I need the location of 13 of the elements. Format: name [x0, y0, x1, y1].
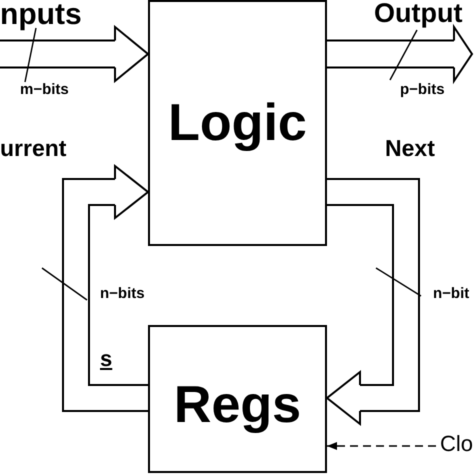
bit-width-label: n−bit [433, 286, 470, 301]
logic-block: Logic [148, 0, 327, 246]
state-label: Next [385, 137, 435, 160]
port-label: Output [374, 0, 462, 27]
state-label: urrent [0, 137, 66, 160]
clock-label: Clo [440, 433, 474, 455]
bit-width-label: m−bits [20, 82, 69, 97]
bit-width-label: p−bits [400, 82, 445, 97]
state-variable-label: s [100, 348, 112, 370]
register-block: Regs [148, 325, 327, 473]
clock-arrow [327, 442, 436, 450]
bit-width-label: n−bits [100, 286, 145, 301]
port-label: nputs [0, 0, 82, 30]
